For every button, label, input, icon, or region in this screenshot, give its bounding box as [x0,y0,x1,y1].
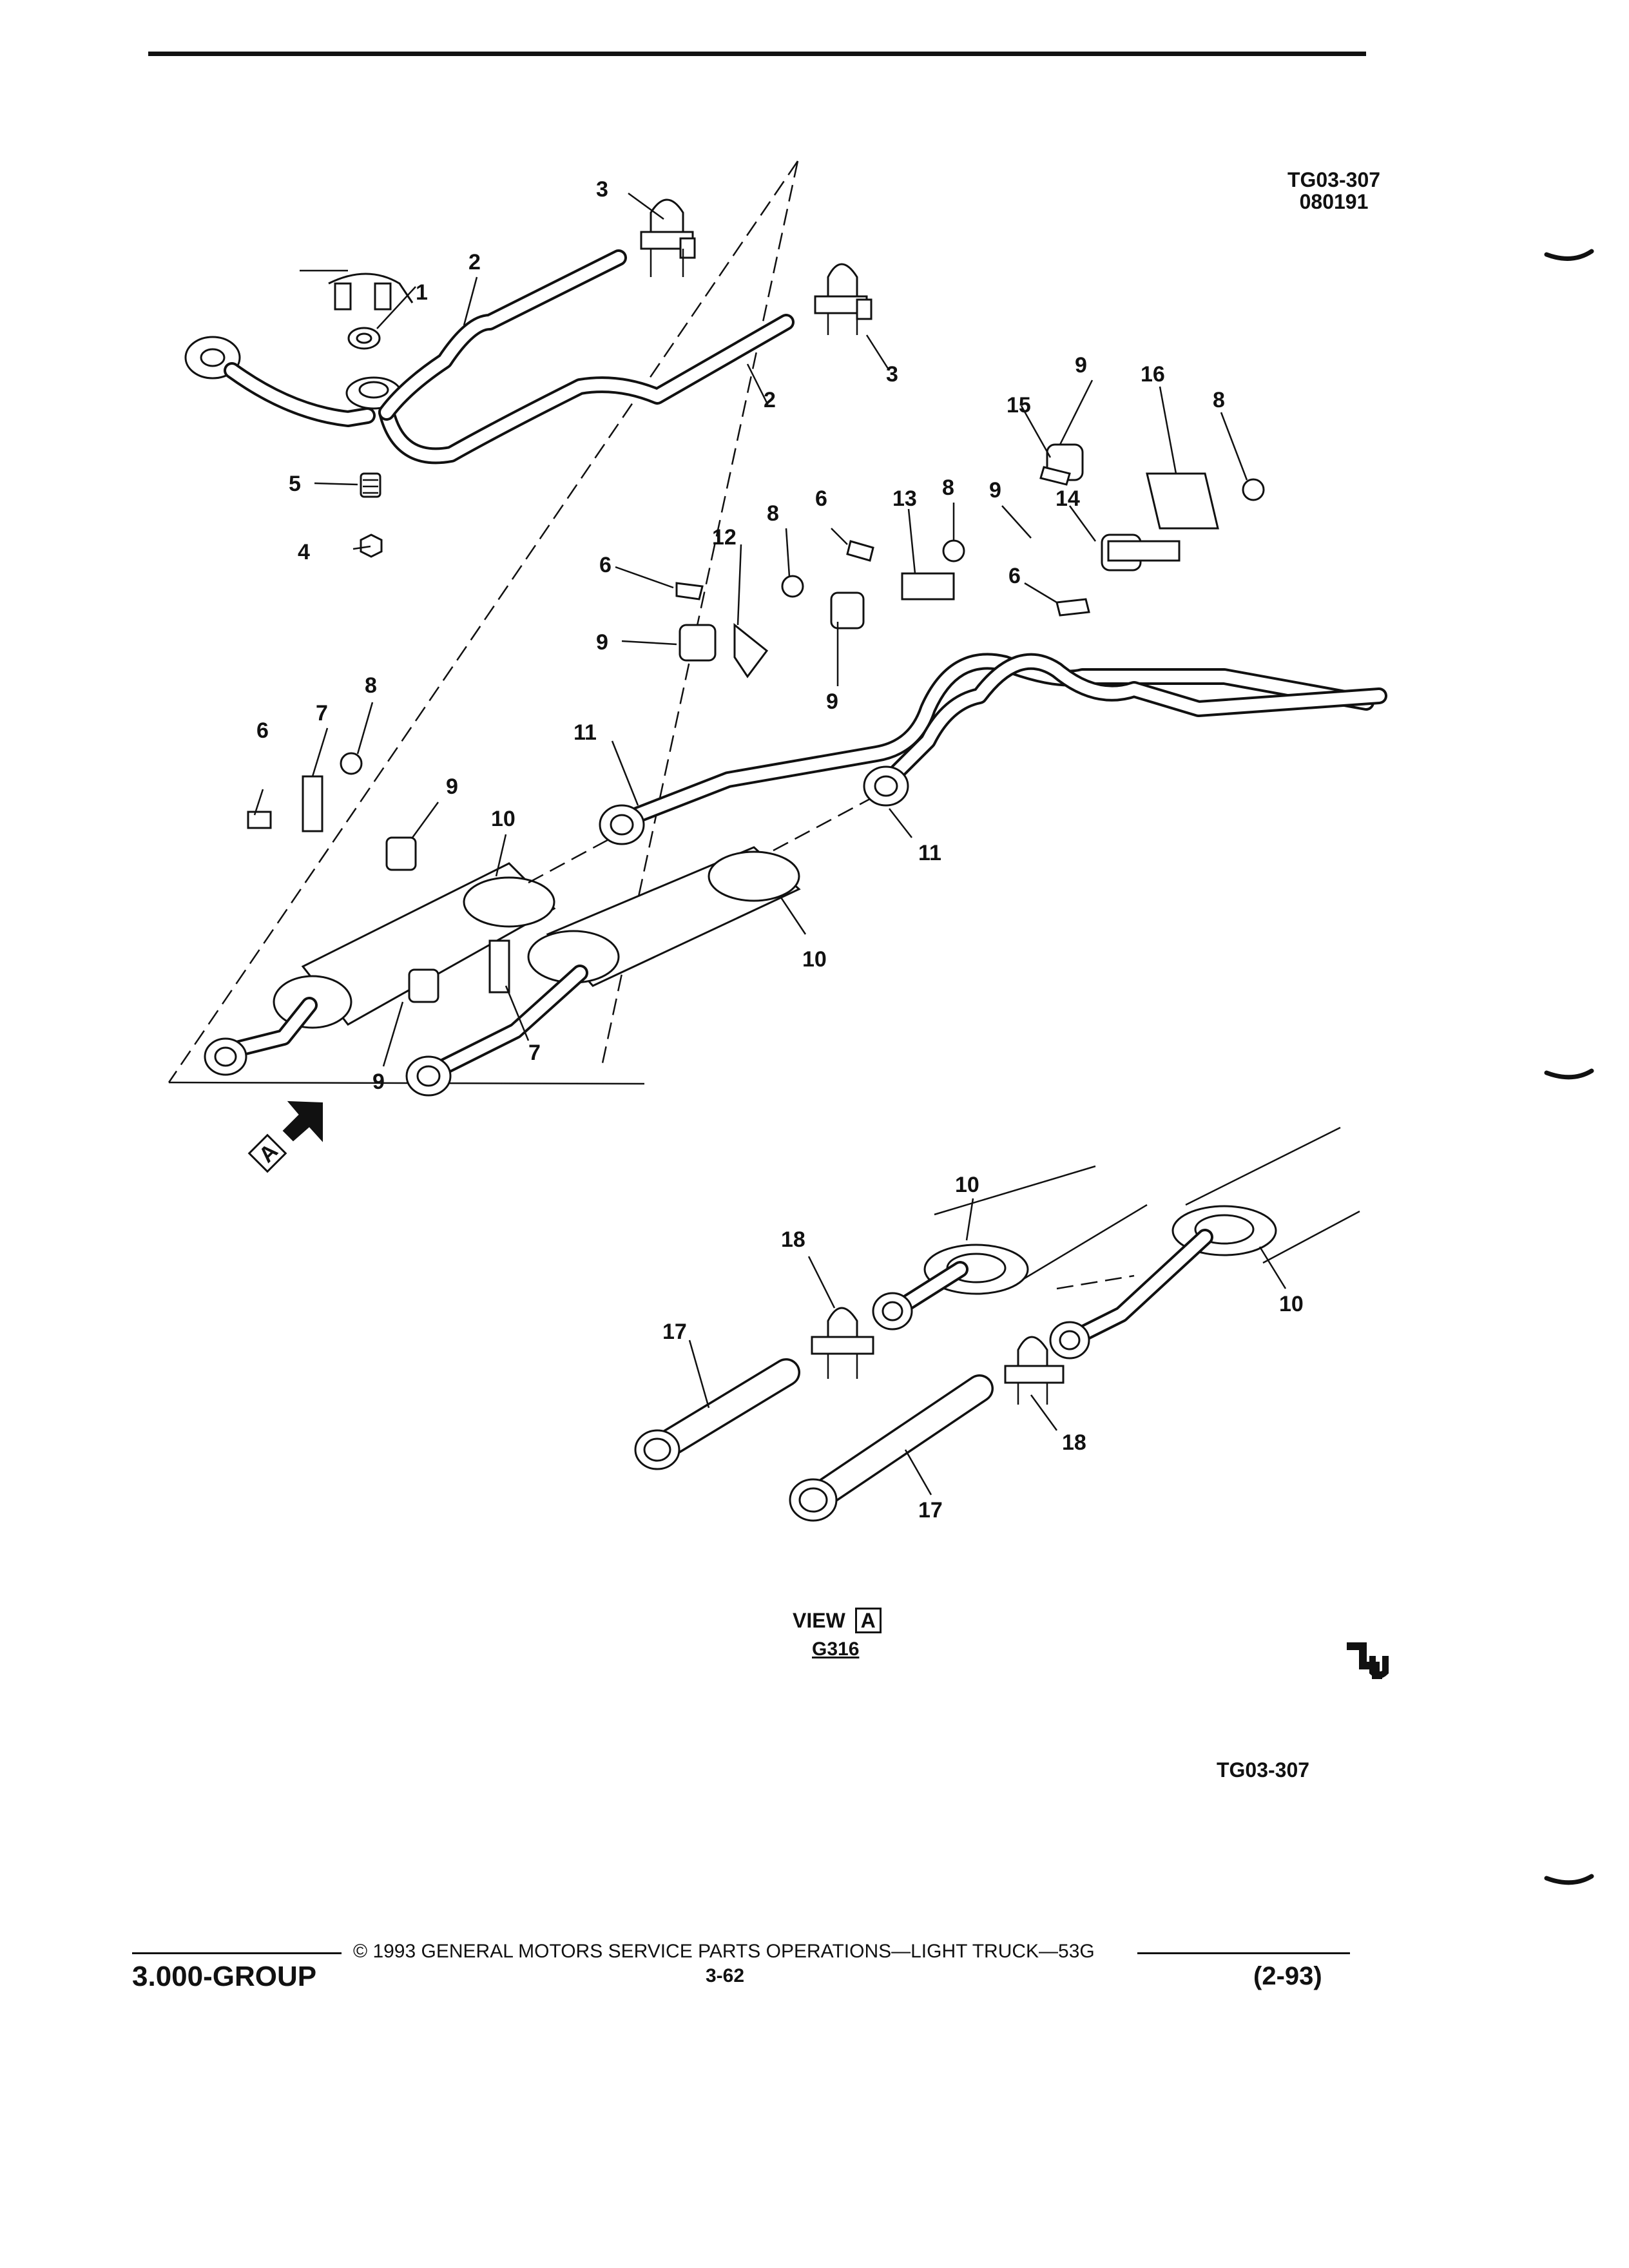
leader-lines [253,192,1287,1495]
callout-8-a: 8 [1213,388,1225,412]
callout-9-e: 9 [446,774,458,799]
callout-7-a: 7 [316,701,328,726]
callout-numbers: 1 2 2 3 3 4 5 6 6 6 6 7 7 8 8 8 8 9 9 9 … [256,177,1304,1523]
callout-6-a: 6 [599,553,612,577]
view-code: G316 [812,1639,860,1660]
footer-page-number: 3-62 [706,1965,745,1986]
callout-6-c: 6 [1008,564,1021,588]
callout-9-f: 9 [372,1070,385,1094]
view-caption-letter: A [854,1608,882,1633]
figure-date-text: 080191 [1299,190,1369,213]
footer-copyright: © 1993 GENERAL MOTORS SERVICE PARTS OPER… [353,1941,1095,1962]
callout-10-c: 10 [955,1173,979,1197]
callout-9-c: 9 [596,630,608,655]
callout-3-lower: 3 [886,362,898,387]
callout-8-d: 8 [365,673,377,698]
footer-rule-right [1137,1952,1350,1954]
callout-14: 14 [1055,486,1080,511]
footer-date: (2-93) [1253,1962,1322,1990]
footer-group: 3.000-GROUP [132,1961,317,1992]
callout-16: 16 [1141,362,1165,387]
bottom-figure-code: TG03-307 [1216,1758,1310,1782]
callout-8-c: 8 [767,501,779,526]
callout-7-b: 7 [528,1041,541,1065]
clamp-3-upper [640,198,696,277]
callout-11-a: 11 [574,720,597,745]
callout-6-d: 6 [256,718,269,743]
callout-10-a: 10 [491,807,516,831]
callout-9-d: 9 [826,689,838,714]
view-caption-label: VIEW [793,1609,845,1632]
callout-6-b: 6 [815,486,827,511]
binding-marks [1544,249,1594,1885]
callout-4: 4 [298,540,310,564]
figure-code: TG03-307 080191 [1282,169,1385,213]
header-rule [148,52,1366,56]
footer-rule-left [132,1952,342,1954]
gm-logo-icon [1347,1642,1389,1679]
callout-17-a: 17 [662,1320,687,1344]
callout-8-b: 8 [942,476,954,500]
callout-5: 5 [289,472,301,496]
callout-10-b: 10 [802,947,827,972]
callout-17-b: 17 [918,1498,943,1523]
callout-1: 1 [416,280,428,305]
figure-code-text: TG03-307 [1287,168,1381,191]
view-a-detail [634,1126,1360,1522]
front-pipe-assembly [184,249,795,558]
callout-2-upper: 2 [468,250,481,274]
callout-10-d: 10 [1279,1292,1304,1316]
callout-2-lower: 2 [764,388,776,412]
callout-12: 12 [712,525,737,550]
callout-13: 13 [892,486,917,511]
muffler-assembly [204,443,1387,1097]
callout-9-b: 9 [989,478,1001,503]
callout-3-upper: 3 [596,177,608,202]
view-caption: VIEW A [793,1608,882,1633]
callout-11-b: 11 [918,841,941,865]
callout-18-b: 18 [1062,1430,1086,1455]
view-a-arrow [247,1100,323,1173]
callout-18-a: 18 [781,1227,805,1252]
callout-15: 15 [1007,393,1031,418]
callout-9-a: 9 [1075,353,1087,378]
clamp-3-lower [814,263,872,335]
